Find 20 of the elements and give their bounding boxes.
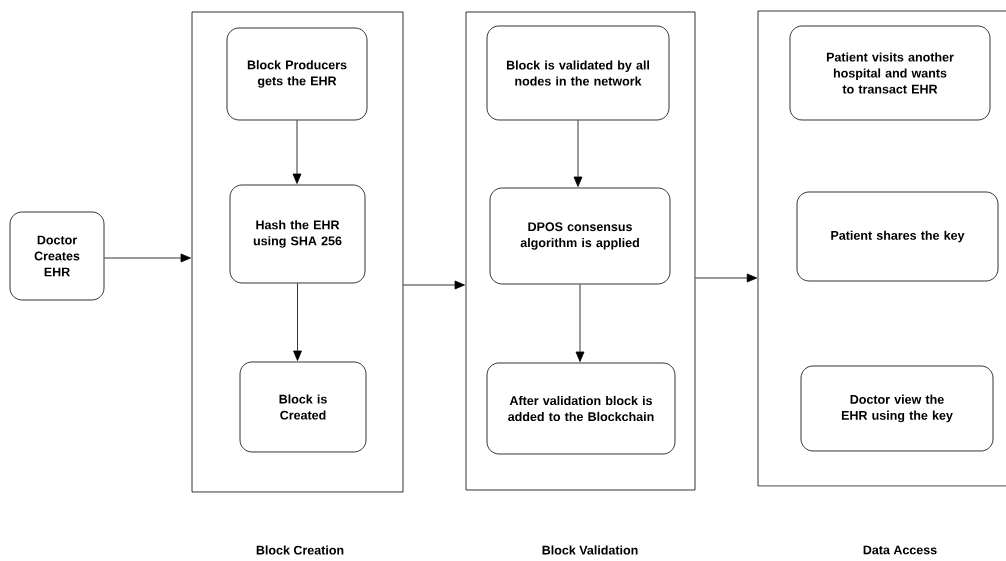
arrow <box>293 283 302 361</box>
process-box: Hash the EHR using SHA 256 <box>229 184 366 284</box>
process-box: Block is validated by all nodes in the network <box>486 25 670 121</box>
arrow <box>104 253 191 263</box>
arrow <box>403 280 465 290</box>
process-box: Patient visits another hospital and wants to transact EHR <box>789 25 991 121</box>
process-box: Patient shares the key <box>796 191 999 282</box>
panel-heading: Block Creation <box>256 545 344 555</box>
process-box: After validation block is added to the Blockchain <box>486 362 676 455</box>
arrow <box>573 120 583 187</box>
panel-heading: Data Access <box>863 545 937 555</box>
process-box: Doctor Creates EHR <box>9 211 105 301</box>
arrow <box>695 273 758 283</box>
panel-heading: Block Validation <box>542 545 638 555</box>
arrow <box>575 284 585 362</box>
process-box: Doctor view the EHR using the key <box>800 365 994 452</box>
arrow <box>292 120 302 184</box>
process-box: Block Producers gets the EHR <box>226 27 368 121</box>
process-box: Block is Created <box>239 361 367 453</box>
process-box: DPOS consensus algorithm is applied <box>489 187 671 285</box>
